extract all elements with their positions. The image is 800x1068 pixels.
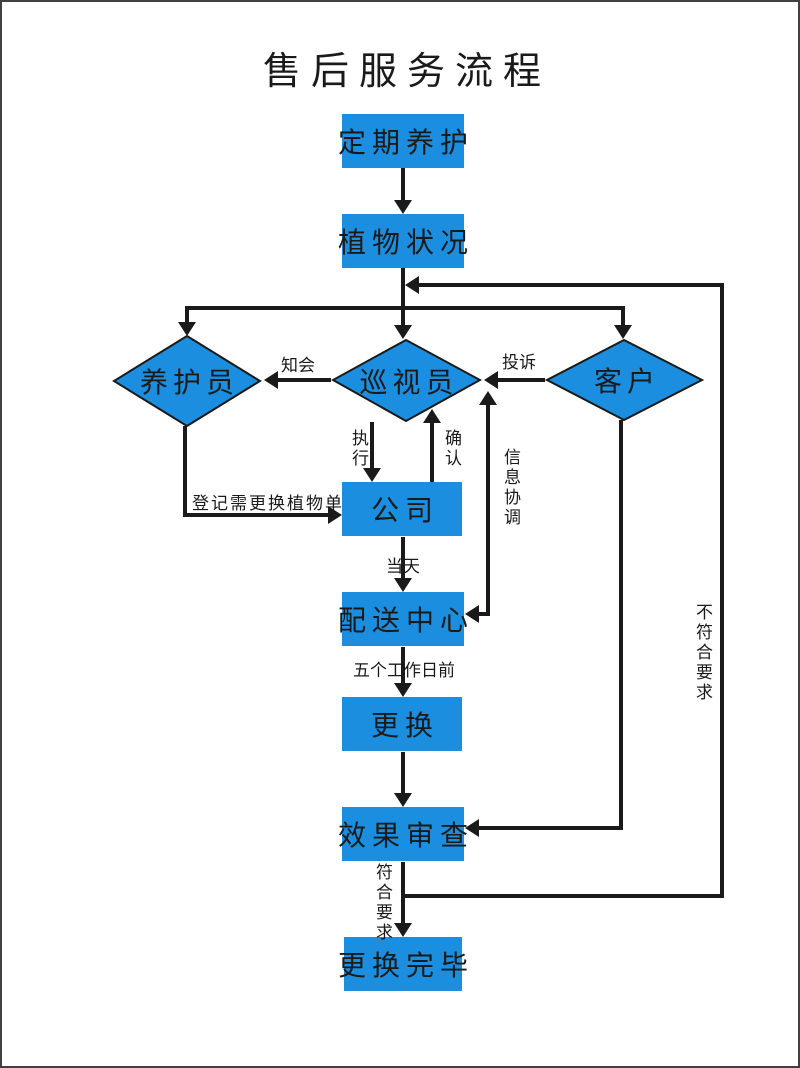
- node-plant-condition: 植物状况: [338, 214, 468, 268]
- node-inspector: 巡视员: [331, 339, 482, 422]
- arrowhead-left-icon: [465, 819, 479, 837]
- node-label: 更换完毕: [338, 951, 475, 982]
- node-label: 配送中心: [338, 606, 475, 637]
- edge-to-customer: [621, 310, 625, 326]
- diamond-shape: [331, 339, 482, 422]
- edge-label-confirm: 确认: [442, 429, 461, 469]
- edge-info-coordination-horizontal: [479, 612, 490, 616]
- edge-customer-to-inspector: [498, 378, 545, 382]
- node-label: 养护员: [139, 368, 239, 399]
- arrowhead-down-icon: [178, 322, 196, 336]
- edge-customer-to-review: [479, 826, 623, 830]
- edge-inspector-to-company: [370, 422, 374, 468]
- node-company: 公司: [342, 482, 462, 536]
- edge-replace-to-review: [401, 752, 405, 793]
- arrowhead-down-icon: [394, 578, 412, 592]
- arrowhead-left-icon: [405, 276, 419, 294]
- edge-label-execute: 执行: [349, 429, 368, 469]
- node-effect-review: 效果审查: [338, 807, 468, 861]
- edge-maintenance-to-condition: [401, 168, 405, 202]
- edge-label-register-list: 登记需更换植物单: [192, 494, 344, 513]
- edge-label-same-day: 当天: [386, 557, 420, 576]
- edge-label-complaint: 投诉: [502, 353, 536, 372]
- arrowhead-left-icon: [465, 605, 479, 623]
- edge-maintainer-to-company: [183, 513, 328, 517]
- node-regular-maintenance: 定期养护: [338, 114, 468, 168]
- node-customer: 客户: [545, 339, 704, 421]
- node-label: 效果审查: [338, 821, 475, 852]
- node-replace: 更换: [342, 697, 462, 751]
- arrowhead-down-icon: [394, 200, 412, 214]
- arrowhead-down-icon: [394, 683, 412, 697]
- node-label: 更换: [370, 711, 439, 742]
- edge-feedback-top: [419, 283, 720, 287]
- edge-customer-down: [619, 420, 623, 830]
- arrowhead-up-icon: [423, 409, 441, 423]
- edge-to-maintainer: [185, 310, 189, 324]
- node-maintainer: 养护员: [112, 335, 262, 427]
- page-title: 售后服务流程: [262, 51, 551, 93]
- arrowhead-down-icon: [394, 923, 412, 937]
- edge-label-notify: 知会: [281, 356, 315, 375]
- edge-label-meets-requirements: 符合要求: [373, 863, 392, 943]
- edge-company-to-distribution: [401, 537, 405, 578]
- edge-label-not-meet-requirements: 不符合要求: [693, 603, 712, 703]
- edge-distribution-horizontal: [185, 306, 625, 310]
- node-label: 植物状况: [338, 228, 475, 259]
- arrowhead-down-icon: [614, 325, 632, 339]
- edge-label-info-coordination: 信息协调: [501, 448, 520, 528]
- diamond-shape: [112, 335, 262, 427]
- arrowhead-down-icon: [394, 325, 412, 339]
- diamond-shape: [545, 339, 704, 421]
- edge-feedback-right-vertical: [720, 283, 724, 898]
- edge-info-coordination-vertical: [486, 405, 490, 616]
- arrowhead-right-icon: [328, 506, 342, 524]
- arrowhead-up-icon: [479, 391, 497, 405]
- node-replacement-complete: 更换完毕: [338, 937, 468, 991]
- arrowhead-left-icon: [264, 371, 278, 389]
- node-label: 公司: [370, 496, 439, 527]
- node-label: 定期养护: [338, 128, 475, 159]
- edge-distribution-to-replace: [401, 647, 405, 683]
- edge-inspector-to-maintainer: [278, 378, 331, 382]
- edge-feedback-bottom: [403, 894, 724, 898]
- edge-review-to-complete: [401, 862, 405, 923]
- node-label: 巡视员: [359, 367, 459, 399]
- edge-condition-to-inspector: [401, 268, 405, 327]
- node-distribution-center: 配送中心: [338, 592, 468, 646]
- arrowhead-down-icon: [363, 468, 381, 482]
- arrowhead-left-icon: [484, 371, 498, 389]
- arrowhead-down-icon: [394, 793, 412, 807]
- node-label: 客户: [593, 367, 660, 398]
- edge-label-five-days: 五个工作日前: [353, 661, 455, 680]
- edge-maintainer-down: [183, 426, 187, 515]
- edge-company-to-inspector: [430, 423, 434, 482]
